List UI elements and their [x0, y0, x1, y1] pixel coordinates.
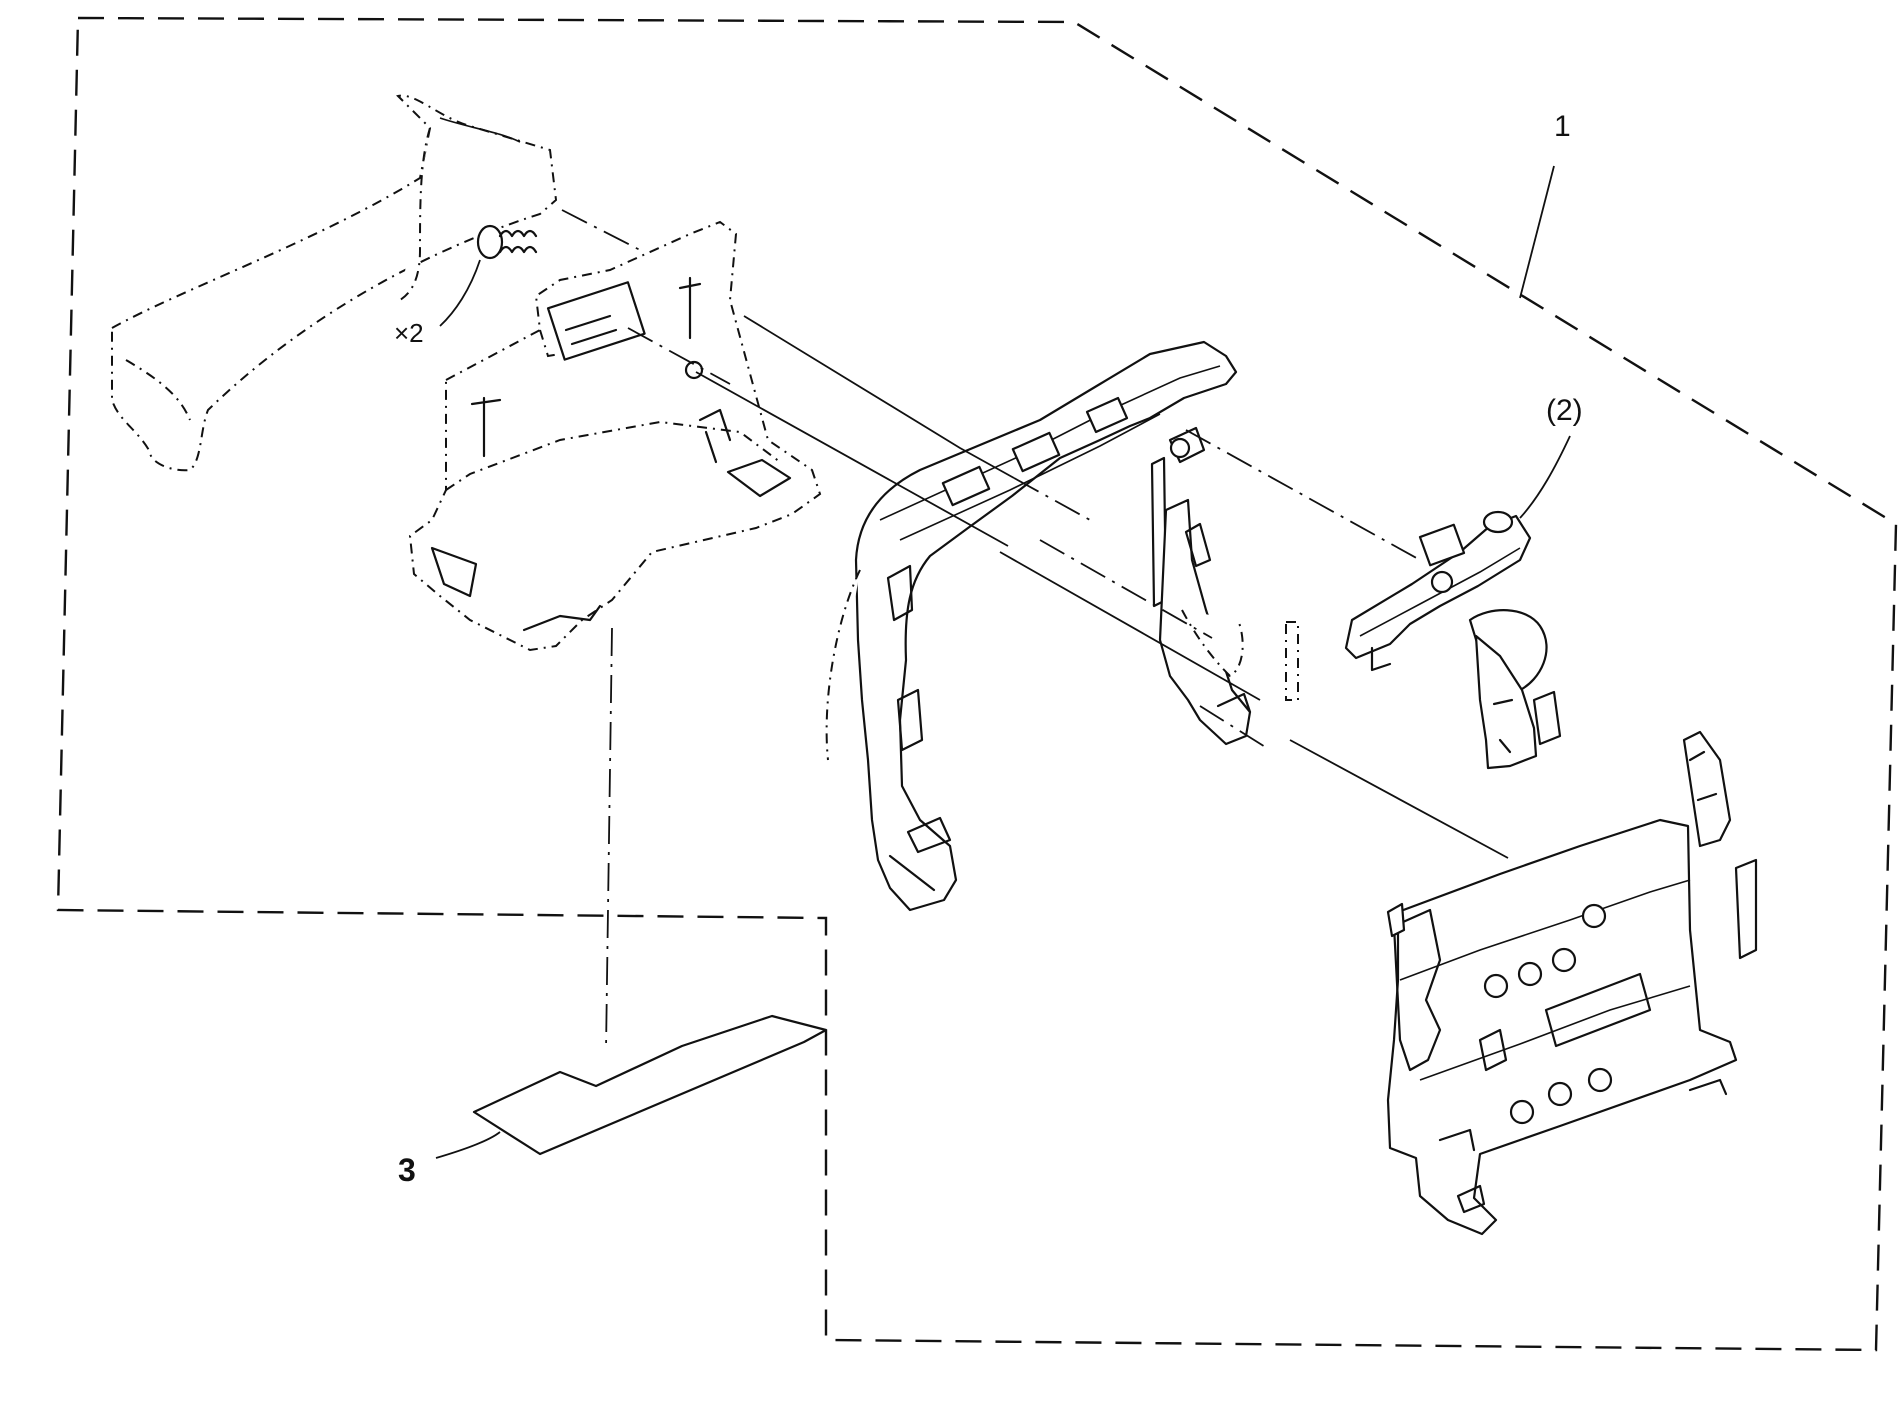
rear-chassis — [1386, 730, 1758, 1236]
callout-1: 1 — [1554, 110, 1571, 143]
main-frame — [825, 340, 1252, 912]
side-cabinet — [408, 220, 822, 652]
assembly-lines — [561, 209, 1509, 1051]
screw — [439, 224, 538, 327]
insulation-sheet — [472, 1014, 828, 1156]
callout-3: 3 — [398, 1152, 416, 1188]
screw-quantity: ×2 — [394, 318, 424, 348]
assembly-boundary — [56, 16, 1898, 1352]
grip-cover — [111, 94, 558, 472]
subassembly-2 — [1344, 510, 1562, 770]
pin — [1285, 621, 1299, 701]
leader-lines — [435, 165, 1571, 1159]
callout-2: (2) — [1546, 394, 1583, 427]
